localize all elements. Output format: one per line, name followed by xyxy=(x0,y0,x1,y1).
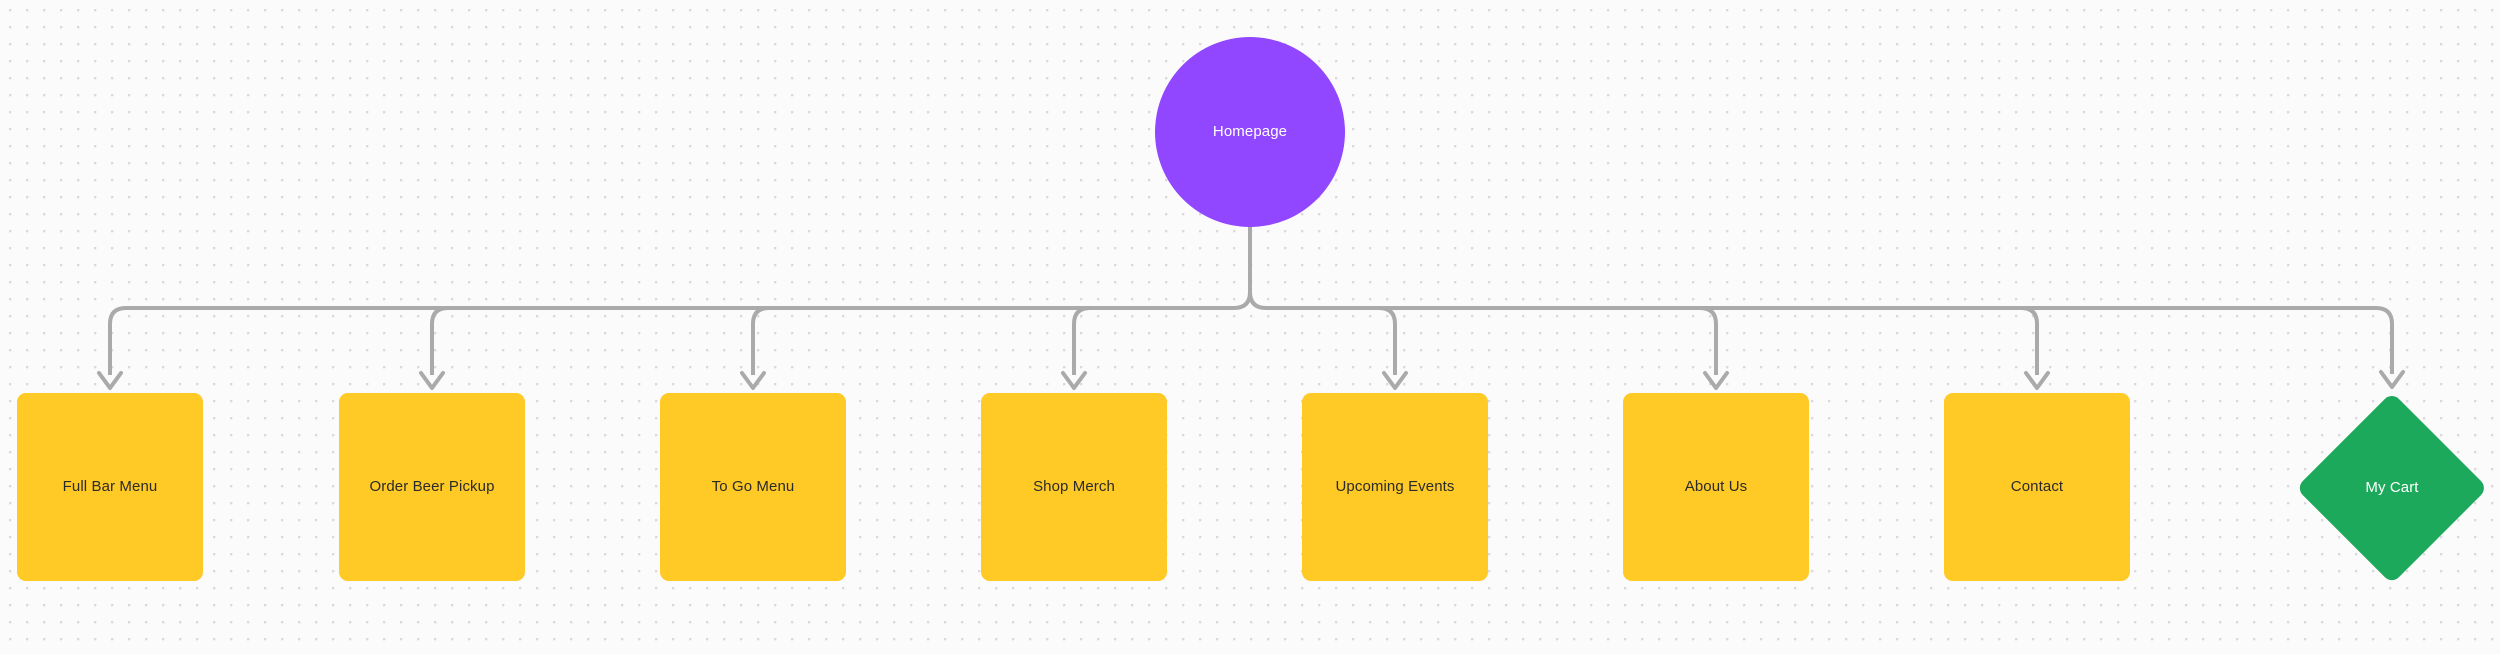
node-contact[interactable]: Contact xyxy=(1944,393,2130,581)
node-about-us[interactable]: About Us xyxy=(1623,393,1809,581)
node-my-cart-label: My Cart xyxy=(2365,478,2419,496)
node-upcoming-events[interactable]: Upcoming Events xyxy=(1302,393,1488,581)
node-about-us-label: About Us xyxy=(1684,477,1748,495)
node-shop-merch-label: Shop Merch xyxy=(1033,477,1115,495)
node-full-bar-menu[interactable]: Full Bar Menu xyxy=(17,393,203,581)
node-order-beer-pickup[interactable]: Order Beer Pickup xyxy=(339,393,525,581)
node-order-beer-pickup-label: Order Beer Pickup xyxy=(369,477,495,495)
node-homepage[interactable]: Homepage xyxy=(1155,37,1345,227)
node-to-go-menu[interactable]: To Go Menu xyxy=(660,393,846,581)
node-my-cart[interactable]: My Cart xyxy=(2295,391,2488,584)
node-shop-merch[interactable]: Shop Merch xyxy=(981,393,1167,581)
node-homepage-label: Homepage xyxy=(1212,122,1288,140)
node-to-go-menu-label: To Go Menu xyxy=(711,477,795,495)
node-contact-label: Contact xyxy=(2010,477,2064,495)
node-upcoming-events-label: Upcoming Events xyxy=(1335,477,1455,495)
node-full-bar-menu-label: Full Bar Menu xyxy=(62,477,158,495)
